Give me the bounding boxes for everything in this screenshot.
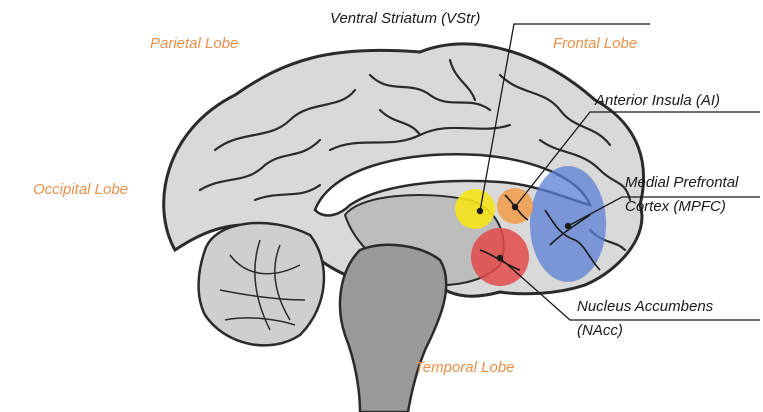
ai-label: Anterior Insula (AI) [595, 90, 720, 111]
cerebellum [199, 223, 324, 345]
mpfc-label-line1: Medial Prefrontal [625, 172, 738, 193]
occipital-lobe-label: Occipital Lobe [33, 181, 128, 198]
temporal-lobe-label: Temporal Lobe [415, 359, 515, 376]
brainstem [340, 245, 446, 412]
mpfc-label-line2: Cortex (MPFC) [625, 196, 726, 217]
frontal-lobe-label: Frontal Lobe [553, 35, 637, 52]
vstr-highlight [455, 189, 495, 229]
nacc-label-line1: Nucleus Accumbens [577, 296, 713, 317]
vstr-label: Ventral Striatum (VStr) [330, 8, 480, 29]
parietal-lobe-label: Parietal Lobe [150, 35, 238, 52]
nacc-label-line2: (NAcc) [577, 320, 623, 341]
